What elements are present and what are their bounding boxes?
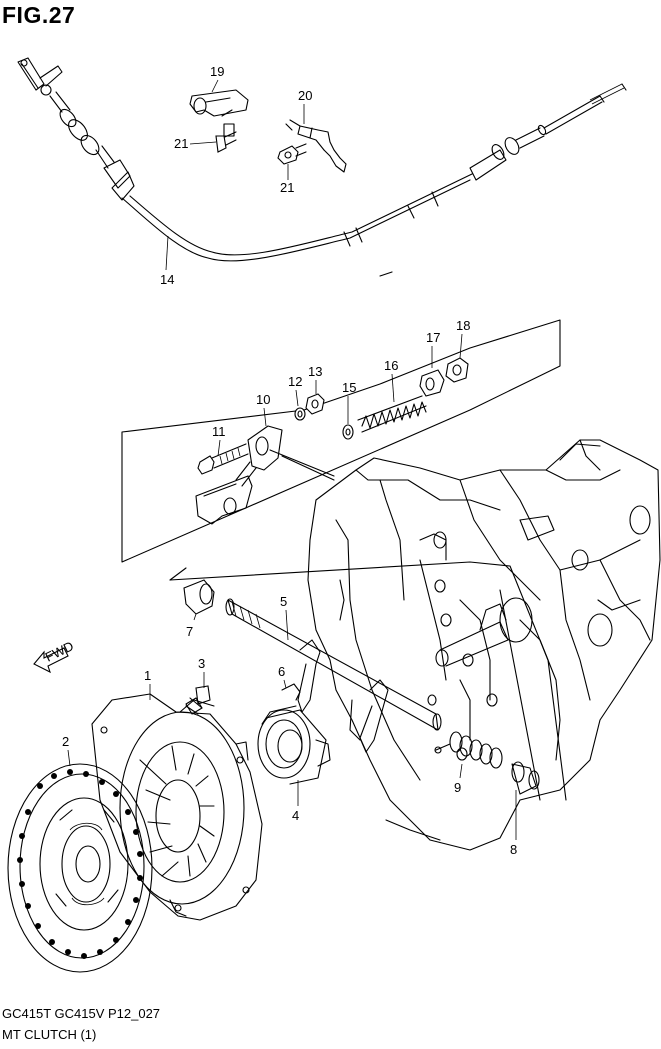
bolt-21-left	[215, 123, 237, 153]
facing-rivets	[17, 769, 143, 959]
return-spring-clip	[285, 119, 347, 173]
callout-8: 8	[510, 842, 517, 857]
return-spring-9	[434, 731, 503, 769]
callout-17: 17	[426, 330, 440, 345]
callout-14: 14	[160, 272, 174, 287]
callout-15: 15	[342, 380, 356, 395]
nut-13	[305, 393, 325, 415]
fwd-arrow-icon: FWD	[33, 638, 76, 674]
inset-panel	[121, 319, 561, 563]
clutch-disc	[7, 763, 153, 973]
callout-2: 2	[62, 734, 69, 749]
release-bearing	[257, 705, 331, 785]
callout-9: 9	[454, 780, 461, 795]
callout-16: 16	[384, 358, 398, 373]
clutch-cable	[17, 57, 627, 262]
callout-21b: 21	[280, 180, 294, 195]
pin-6	[281, 683, 301, 701]
nut-18	[445, 357, 469, 383]
spring-16	[357, 395, 427, 433]
callouts: 19 20 21 21 14 18 17 16 13 12 15 10 11 5…	[62, 64, 517, 857]
bolt-3	[185, 685, 211, 715]
clutch-cover	[91, 693, 263, 921]
callout-19: 19	[210, 64, 224, 79]
callout-6: 6	[278, 664, 285, 679]
stopper-17	[419, 369, 445, 397]
bolt-11	[197, 443, 249, 475]
figure-title: FIG.27	[2, 2, 76, 28]
callout-12: 12	[288, 374, 302, 389]
callout-1: 1	[144, 668, 151, 683]
release-shaft	[225, 598, 442, 753]
release-fork-bracket	[195, 425, 283, 525]
callout-3: 3	[198, 656, 205, 671]
callout-4: 4	[292, 808, 299, 823]
callout-13: 13	[308, 364, 322, 379]
callout-5: 5	[280, 594, 287, 609]
callout-7: 7	[186, 624, 193, 639]
damper-springs	[55, 809, 119, 907]
figure-footer-code: GC415T GC415V P12_027	[2, 1006, 161, 1021]
callout-18: 18	[456, 318, 470, 333]
figure-footer-name: MT CLUTCH (1)	[2, 1027, 97, 1042]
bushing-7	[183, 579, 215, 615]
callout-20: 20	[298, 88, 312, 103]
callout-21a: 21	[174, 136, 188, 151]
bolt-21-right	[277, 143, 307, 165]
washer-15	[342, 424, 354, 440]
washer-12	[294, 407, 306, 421]
cable-clip	[189, 89, 249, 117]
callout-11: 11	[212, 424, 226, 439]
pin-8	[511, 761, 540, 795]
transmission-case	[307, 439, 661, 851]
callout-10: 10	[256, 392, 270, 407]
